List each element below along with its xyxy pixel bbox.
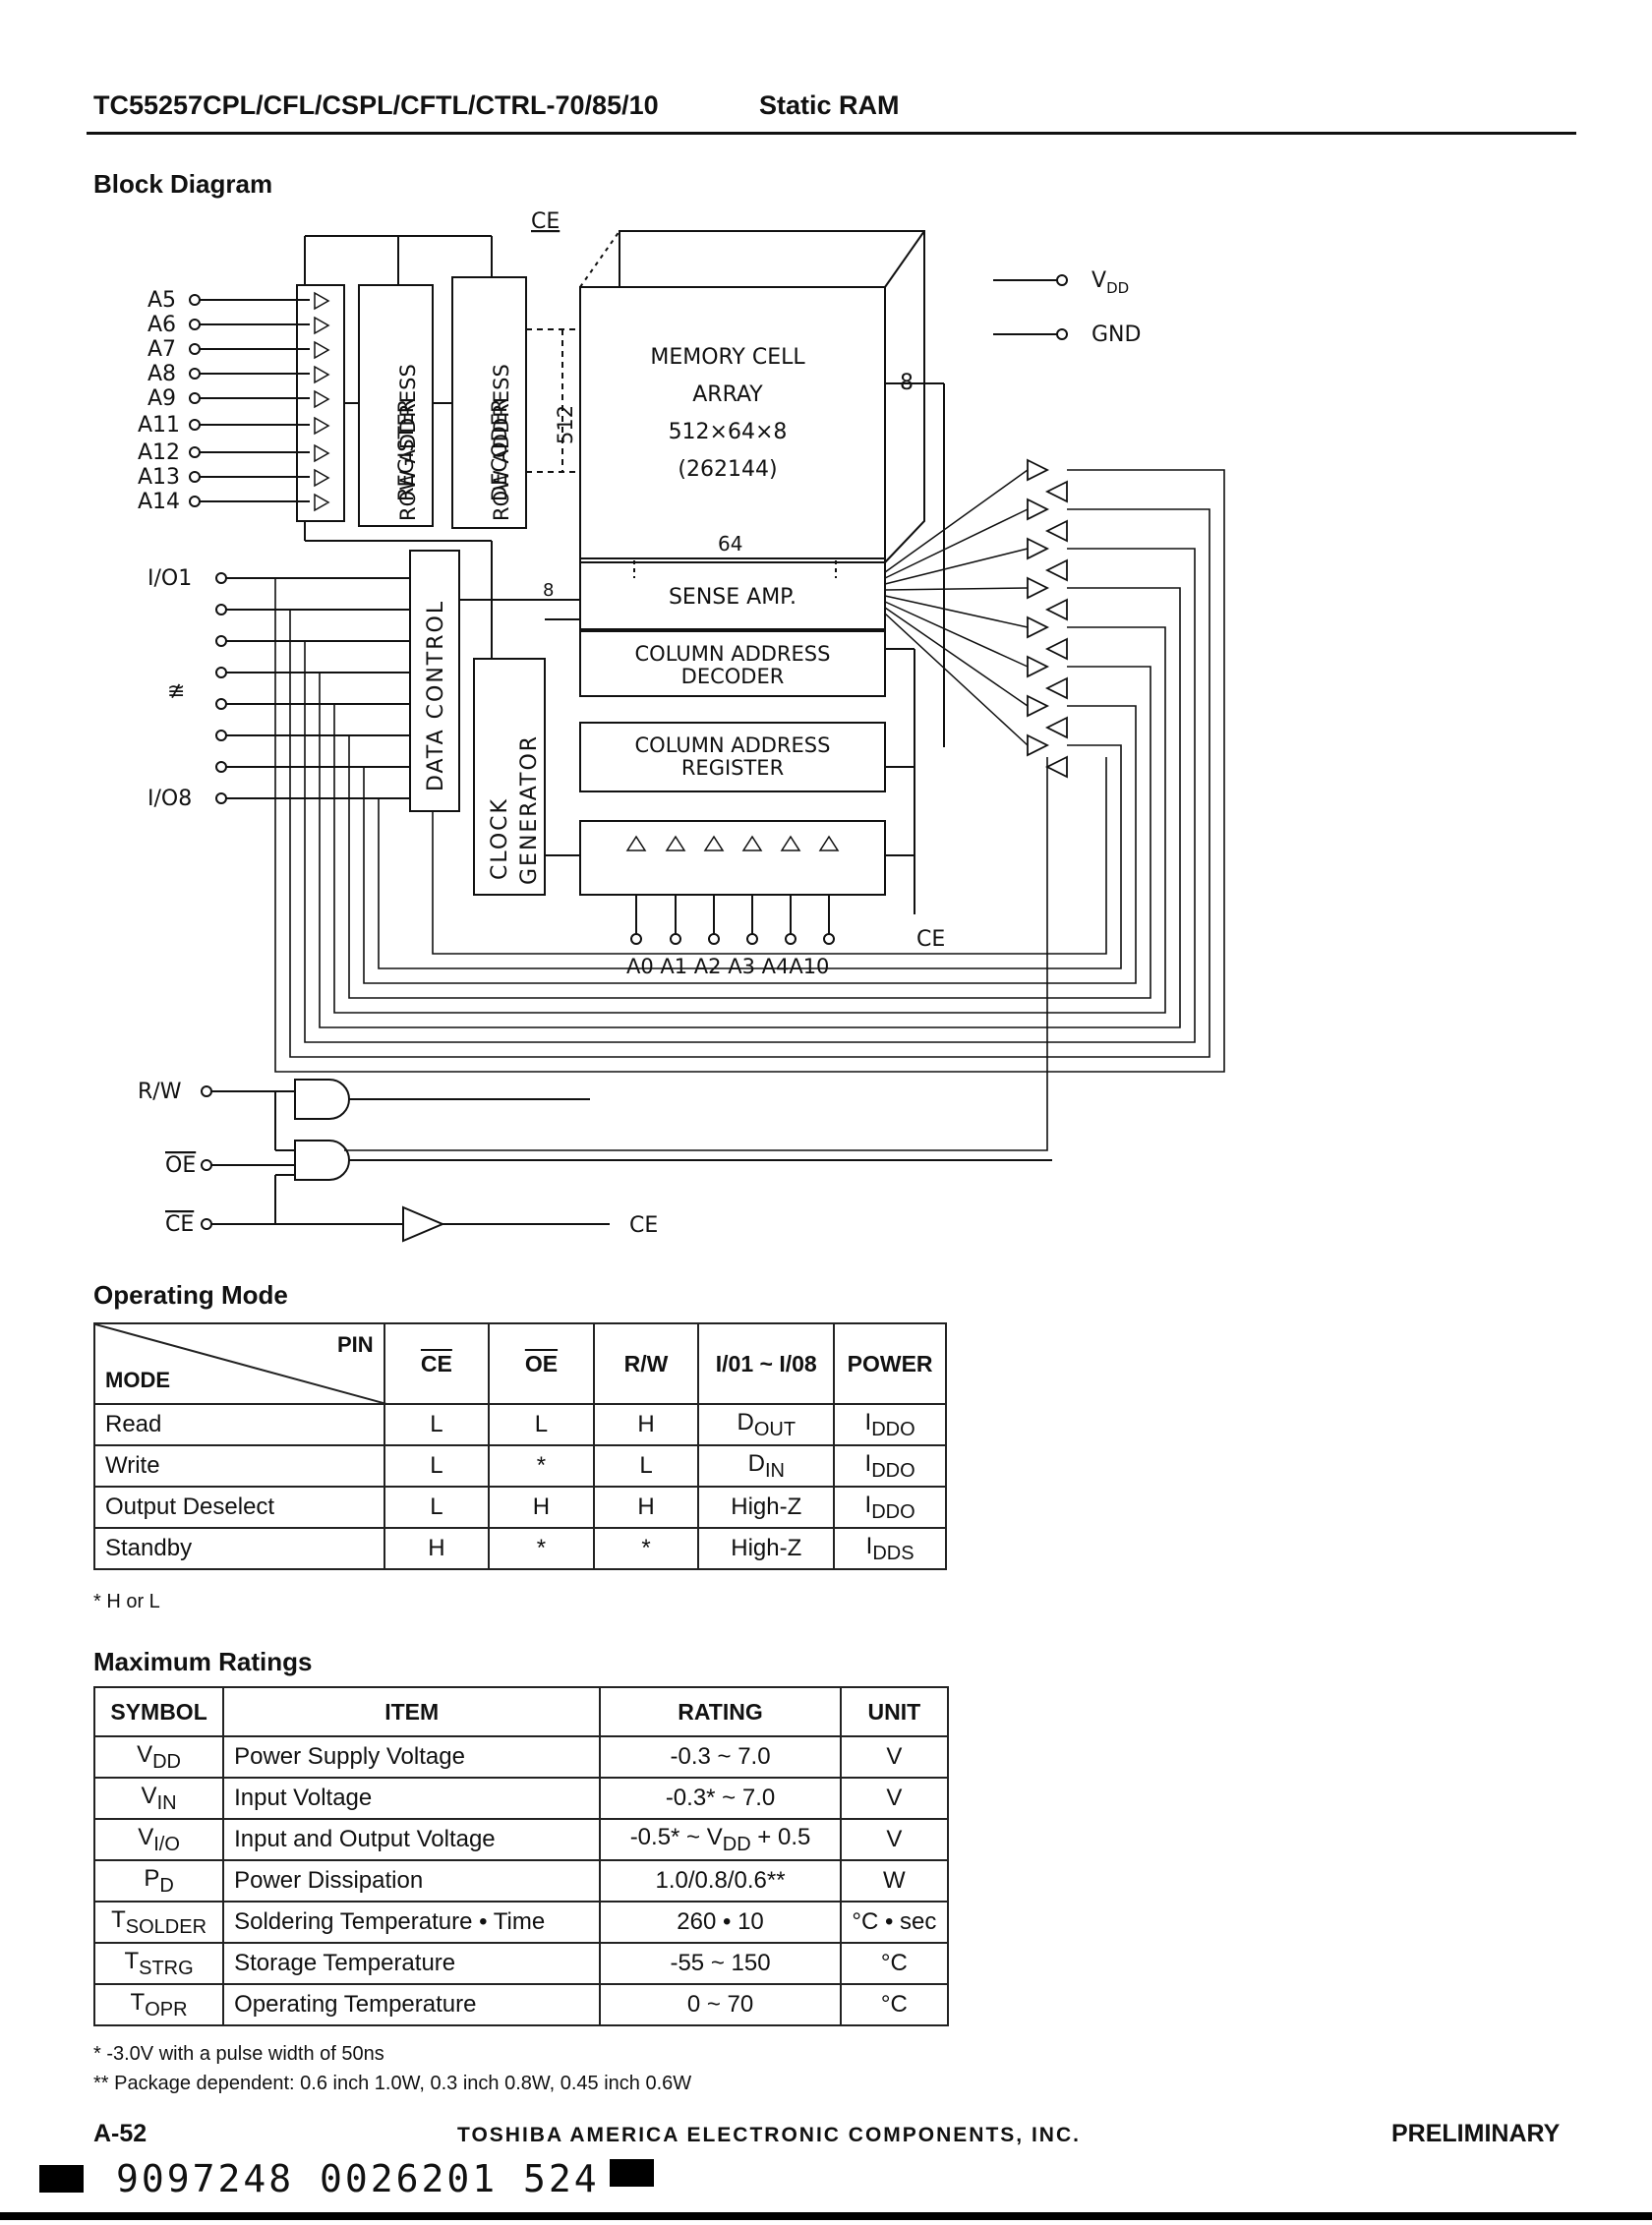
barcode-number: 9097248 0026201 524 (116, 2157, 600, 2200)
column-buffer-block (579, 820, 886, 896)
column-address-decoder-box (579, 630, 886, 697)
corner-cell: PIN MODE (93, 1322, 390, 1405)
col-register-label-1: COLUMN ADDRESS (635, 733, 831, 757)
oe-label: OE (165, 1153, 196, 1178)
io-bottom-label: I/O8 (148, 787, 192, 811)
corner-pin: PIN (336, 1332, 374, 1357)
bus-8-right: 8 (900, 371, 914, 395)
page-number: A-52 (93, 2120, 148, 2147)
bus-512: 512 (554, 405, 577, 444)
io-mid-label: ≇ (167, 679, 185, 704)
clock-label-1: CLOCK (488, 797, 512, 880)
memory-cell-array-box (579, 286, 886, 563)
pin-label: A12 (138, 440, 180, 465)
header-rule (87, 132, 1576, 135)
io-top-label: I/O1 (148, 566, 192, 591)
row-address-register-box (358, 284, 434, 527)
document-type: Static RAM (759, 90, 900, 120)
data-control-box (409, 550, 460, 812)
ce-out-label: CE (629, 1213, 658, 1238)
col-register-label-2: REGISTER (681, 756, 784, 780)
sense-amp-box (579, 557, 886, 630)
column-address-leads (635, 895, 830, 934)
col-io: I/01 ~ I/08 (715, 1350, 817, 1376)
block-diagram: A5 A6 A7 A8 A9 A11 A12 A13 A14 I/O1 ≇ I/… (138, 209, 1225, 1243)
column-address-pins-label: A0 A1 A2 A3 A4A10 (626, 955, 829, 978)
row-register-label-2: REGISTER (394, 399, 418, 501)
memory-cell-label-2: ARRAY (692, 382, 763, 407)
row-address-leads (197, 299, 310, 502)
max-ratings-footnote-1: * -3.0V with a pulse width of 50ns (93, 2043, 384, 2065)
bus-64: 64 (718, 532, 742, 556)
data-control-label: DATA CONTROL (424, 600, 448, 791)
rw-and-gate (294, 1079, 350, 1120)
operating-mode-footnote: * H or L (93, 1591, 160, 1612)
ce-buffer (402, 1205, 445, 1243)
io-leads (221, 577, 410, 799)
barcode-mark-left (39, 2165, 84, 2193)
operating-mode-table: PIN MODE CE OE R/W I/01 ~ I/08 POWER Rea… (93, 1322, 947, 1570)
column-address-register-box (579, 722, 886, 792)
col-decoder-label-1: COLUMN ADDRESS (635, 642, 831, 666)
memory-cell-label-4: (262144) (678, 457, 777, 482)
corner-diagonal (95, 1324, 390, 1405)
max-ratings-title: Maximum Ratings (93, 1647, 313, 1676)
company-name: TOSHIBA AMERICA ELECTRONIC COMPONENTS, I… (457, 2124, 1081, 2146)
pin-label: A7 (148, 337, 176, 362)
vdd-label: VDD (1092, 268, 1129, 297)
rw-label: R/W (138, 1080, 182, 1104)
bus-8-sense: 8 (543, 580, 554, 601)
row-register-label-1: ROW ADDRESS (396, 364, 420, 521)
preliminary-label: PRELIMINARY (1391, 2120, 1561, 2147)
pin-label: A8 (148, 362, 176, 386)
pin-label: A13 (138, 465, 180, 490)
ce-label: CE (165, 1212, 194, 1237)
pin-label: A5 (148, 288, 176, 313)
output-buffers (1027, 458, 1068, 779)
col-rw: R/W (623, 1350, 669, 1376)
max-ratings-footnote-2: ** Package dependent: 0.6 inch 1.0W, 0.3… (93, 2073, 692, 2094)
memory-cell-label-3: 512×64×8 (669, 420, 788, 444)
clock-label-2: GENERATOR (517, 734, 542, 885)
ce-right-label: CE (916, 927, 945, 952)
oe-and-gate (294, 1140, 350, 1181)
row-decoder-label-2: DECODER (488, 398, 511, 501)
col-power: POWER (847, 1350, 933, 1376)
pin-label: A6 (148, 313, 176, 337)
gnd-label: GND (1092, 322, 1141, 347)
col-ce: CE (420, 1350, 452, 1376)
col-decoder-label-2: DECODER (681, 665, 785, 688)
operating-mode-title: Operating Mode (93, 1280, 288, 1310)
col-oe: OE (524, 1350, 559, 1376)
sense-amp-label: SENSE AMP. (669, 585, 796, 610)
memory-cell-label-1: MEMORY CELL (650, 345, 805, 370)
bottom-edge-bar (0, 2212, 1652, 2220)
corner-mode: MODE (105, 1368, 170, 1392)
part-number: TC55257CPL/CFL/CSPL/CFTL/CTRL-70/85/10 (93, 90, 659, 120)
block-diagram-title: Block Diagram (93, 169, 273, 199)
pin-label: A9 (148, 386, 176, 411)
ce-top-label: CE (531, 209, 560, 234)
pin-label: A14 (138, 490, 180, 514)
barcode-mark-right (610, 2159, 654, 2187)
row-decoder-label-1: ROW ADDRESS (490, 364, 513, 521)
pin-label: A11 (138, 413, 180, 438)
clock-generator-box (473, 658, 546, 896)
